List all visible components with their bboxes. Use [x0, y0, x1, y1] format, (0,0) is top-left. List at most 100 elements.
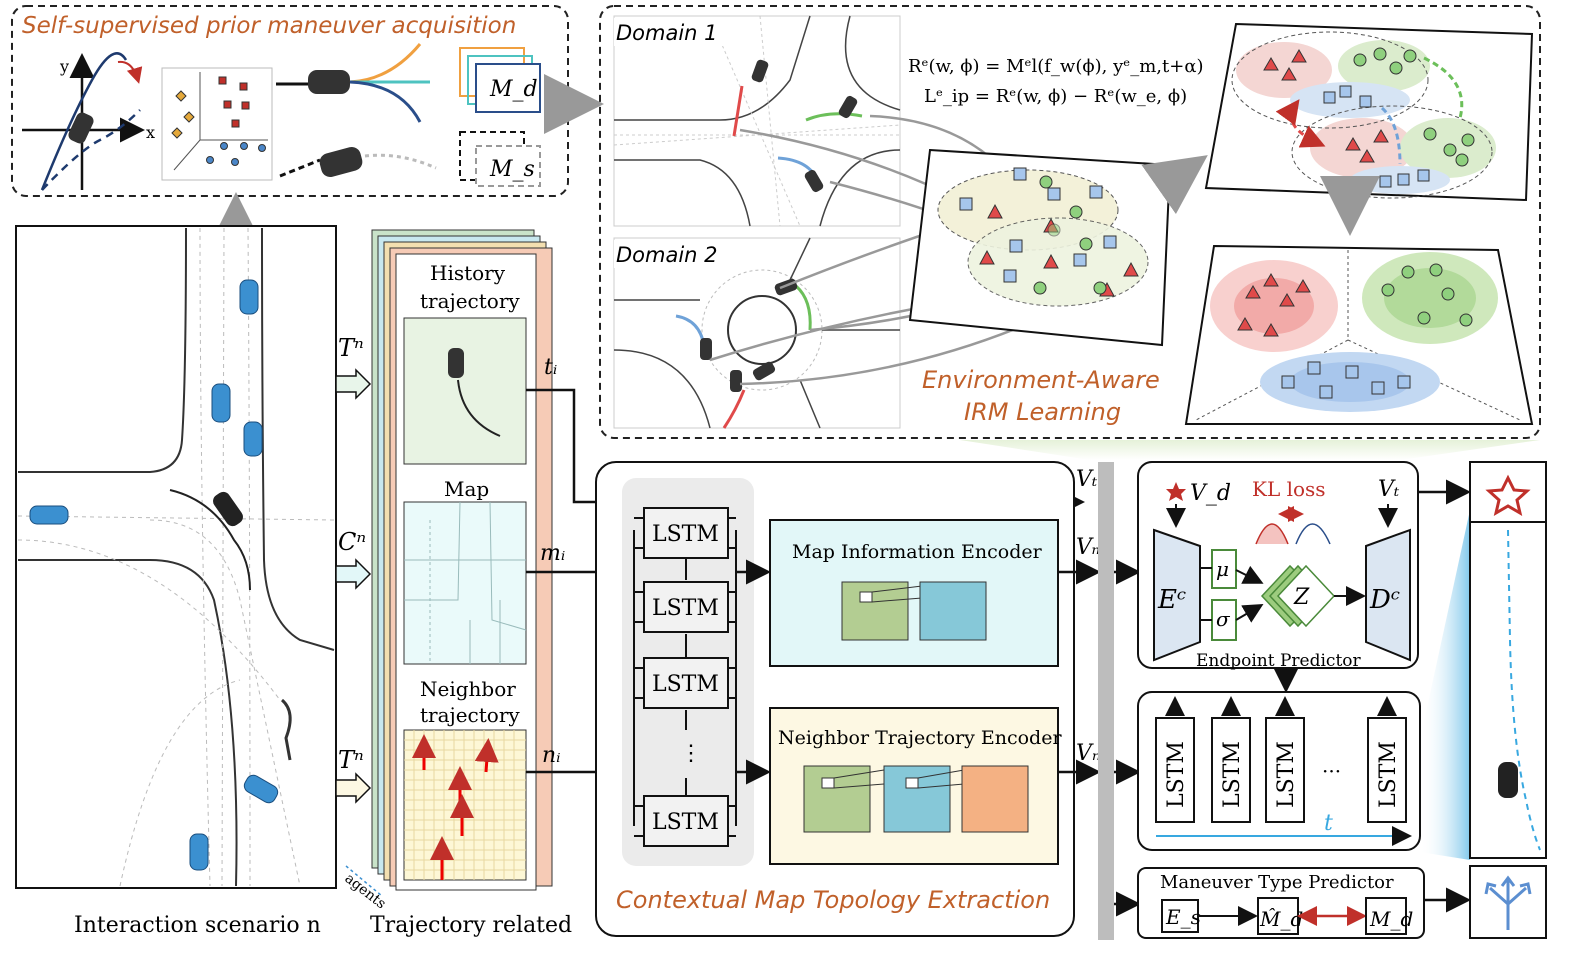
history-title-2: trajectory [420, 289, 520, 313]
neighbor-encoder-label: Neighbor Trajectory Encoder [778, 727, 1062, 749]
sigma-label: σ [1216, 607, 1231, 631]
encoder-ec [1153, 528, 1201, 662]
concat-bar [1098, 462, 1114, 940]
irm-title-line2: IRM Learning [964, 398, 1121, 426]
neighbor-title-2: trajectory [420, 703, 520, 727]
domain1-label: Domain 1 [616, 21, 718, 45]
car-icon [448, 348, 464, 378]
lstm-cell [643, 581, 729, 633]
map-title: Map [444, 477, 489, 501]
map-encoder-label: Map Information Encoder [792, 541, 1043, 563]
lstm-label: LSTM [652, 596, 719, 621]
z-label: Z [1293, 585, 1310, 610]
decoder-lstm-cell [1211, 717, 1251, 823]
endpoint-predictor: V_d Eᶜ μ σ Z Dᶜ KL loss Vₜ Endpoint Pred… [1137, 461, 1419, 671]
extraction-caption: Contextual Map Topology Extraction [616, 886, 1050, 914]
car-icon [319, 146, 363, 178]
time-axis-label: t [1324, 811, 1333, 836]
ni-label: nᵢ [542, 743, 561, 768]
decoder-lstm-cell [1155, 717, 1195, 823]
domain2-map [613, 237, 901, 429]
vehicle-icon [243, 774, 279, 804]
memory-d-label: M_d [489, 77, 538, 102]
car-icon [730, 370, 742, 392]
agents-label: agents [342, 871, 389, 913]
car-icon [1498, 762, 1518, 798]
decoder-dc [1365, 528, 1411, 662]
trajectory-stack: History trajectory Map Neighbor trajecto… [342, 229, 553, 913]
decoder-dots: ··· [1322, 759, 1341, 783]
ego-vehicle-icon [213, 491, 243, 527]
decoder-lstm-label: LSTM [1220, 741, 1245, 808]
history-title-1: History [430, 261, 506, 285]
prior-maneuver-title: Self-supervised prior maneuver acquisiti… [22, 13, 516, 39]
vehicle-icon [189, 833, 209, 871]
decoder-lstm-label: LSTM [1376, 741, 1401, 808]
maneuver-title: Maneuver Type Predictor [1160, 872, 1394, 893]
irm-title-line1: Environment-Aware [922, 366, 1160, 394]
domain2-label: Domain 2 [616, 243, 718, 267]
car-icon [751, 59, 769, 83]
irm-panel: Domain 1 Domain 2 [599, 5, 1541, 439]
vehicle-icon [239, 279, 259, 315]
vt-label: Vₜ [1076, 467, 1098, 492]
fork-arrows-icon [1484, 875, 1532, 930]
domain1-map [613, 15, 901, 227]
scenario-caption: Interaction scenario n [74, 913, 321, 938]
lstm-cell [643, 657, 729, 709]
car-icon [308, 70, 350, 94]
neighbor-trajectory-panel [403, 729, 527, 881]
ego-car-icon [68, 112, 94, 144]
decoder-lstm-label: LSTM [1164, 741, 1189, 808]
prior-maneuver-panel: Self-supervised prior maneuver acquisiti… [11, 5, 569, 197]
endpoint-star-icon [1485, 474, 1531, 517]
ti-label: tᵢ [544, 355, 557, 380]
dc-label: Dᶜ [1369, 585, 1400, 615]
map-panel [403, 501, 527, 665]
maneuver-type-predictor: Maneuver Type Predictor E_s M̂_d M_d [1137, 867, 1425, 939]
axis-y-label: y [59, 57, 69, 76]
lstm-ellipsis: ⋮ [680, 741, 702, 766]
md-label: M_d [1369, 907, 1413, 931]
car-icon [700, 338, 712, 360]
irm-equation-1: Rᵉ(w, ϕ) = Mᵉl(f_w(ϕ), yᵉ_m,t+α) [908, 56, 1204, 77]
input-t2-label: Tⁿ [338, 746, 364, 774]
vd-label: V_d [1190, 481, 1231, 506]
vehicle-icon [211, 383, 231, 423]
vehicle-icon [29, 505, 69, 525]
interaction-scenario-map [15, 225, 337, 889]
decoder-lstm-cell [1367, 717, 1407, 823]
es-label: E_s [1165, 905, 1201, 929]
endpoint-caption: Endpoint Predictor [1196, 651, 1362, 671]
md-hat-label: M̂_d [1259, 907, 1303, 931]
kl-loss-label: KL loss [1252, 477, 1326, 501]
lstm-label: LSTM [652, 672, 719, 697]
vn-label: Vₙ [1076, 741, 1101, 766]
lstm-label: LSTM [652, 522, 719, 547]
lstm-cell [643, 795, 729, 847]
history-trajectory-panel [403, 317, 527, 465]
trajectory-decoder: LSTM LSTM LSTM LSTM ··· t [1137, 691, 1421, 851]
memory-s-label: M_s [489, 157, 535, 182]
input-arrows: Tⁿ Cⁿ Tⁿ [335, 334, 372, 804]
axis-x-label: x [146, 123, 155, 142]
mi-label: mᵢ [540, 541, 565, 566]
car-icon [752, 361, 776, 381]
map-information-encoder [769, 519, 1059, 667]
input-c-label: Cⁿ [338, 528, 366, 556]
neighbor-title-1: Neighbor [420, 677, 516, 701]
ec-label: Eᶜ [1157, 585, 1186, 615]
input-t-label: Tⁿ [338, 334, 364, 362]
irm-equation-2: Lᵉ_ip = Rᵉ(w, ϕ) − Rᵉ(w_e, ϕ) [924, 86, 1187, 107]
star-icon [1166, 482, 1186, 501]
car-icon [804, 169, 824, 193]
decoder-lstm-label: LSTM [1274, 741, 1299, 808]
mu-label: μ [1216, 557, 1229, 581]
lstm-cell [643, 507, 729, 559]
decoder-lstm-cell [1265, 717, 1305, 823]
vt2-label: Vₜ [1378, 477, 1400, 502]
trajectory-related-caption: Trajectory related [370, 913, 572, 938]
vehicle-icon [243, 421, 263, 457]
car-icon [838, 95, 858, 119]
